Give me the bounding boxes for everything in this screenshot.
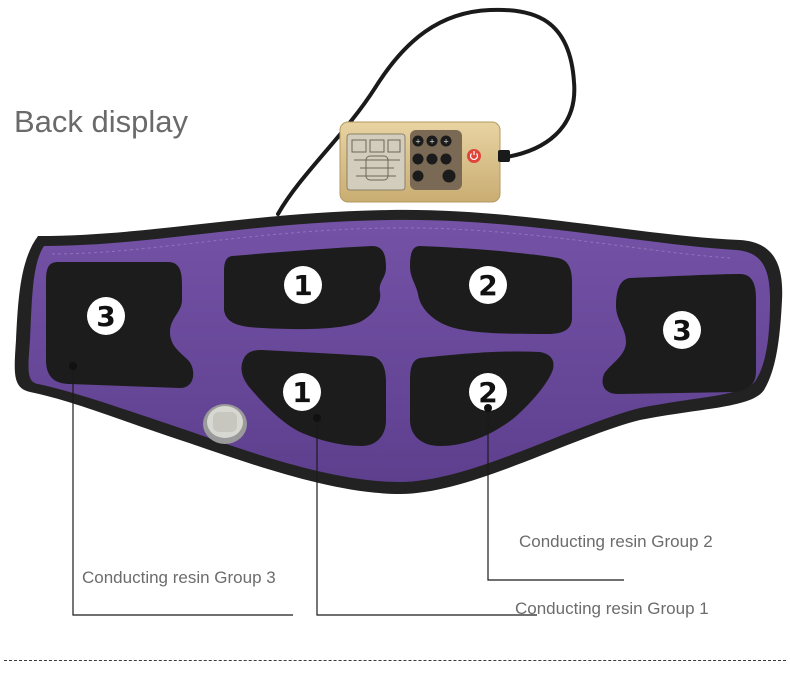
- pad-number: 1: [292, 376, 311, 409]
- dashed-divider: [4, 660, 786, 661]
- callout-dot-group3: [69, 362, 77, 370]
- remote-buttons: + + +: [412, 135, 456, 183]
- pad-badge-group1-top: 1: [284, 266, 322, 304]
- svg-text:+: +: [429, 138, 435, 146]
- pad-number: 2: [478, 376, 497, 409]
- power-icon: [467, 149, 481, 163]
- svg-text:+: +: [443, 138, 449, 146]
- pad-badge-group1-bottom: 1: [283, 373, 321, 411]
- pad-number: 3: [672, 314, 691, 347]
- remote-cable-plug: [498, 150, 510, 162]
- pad-badge-group2-top: 2: [469, 266, 507, 304]
- callout-line-group2: [487, 408, 624, 581]
- svg-text:+: +: [415, 138, 421, 146]
- belt-connector: [203, 404, 247, 444]
- callout-label-group3: Conducting resin Group 3: [82, 568, 276, 587]
- callout-label-group2: Conducting resin Group 2: [519, 532, 713, 551]
- pad-badge-group2-bottom: 2: [469, 373, 507, 411]
- callout-line-group1: [316, 418, 537, 616]
- pad-badge-group3-right: 3: [663, 311, 701, 349]
- remote-lcd-screen: [346, 133, 406, 191]
- callout-label-group1: Conducting resin Group 1: [515, 599, 709, 618]
- page-title: Back display: [14, 104, 189, 139]
- callout-dot-group2: [484, 404, 492, 412]
- remote-control: + + +: [339, 121, 510, 203]
- callout-line-group3: [72, 366, 293, 616]
- pad-number: 1: [293, 269, 312, 302]
- callout-lines: [72, 366, 624, 616]
- pad-badge-group3-left: 3: [87, 297, 125, 335]
- callout-dot-group1: [313, 414, 321, 422]
- pad-number: 2: [478, 269, 497, 302]
- pad-number: 3: [96, 300, 115, 333]
